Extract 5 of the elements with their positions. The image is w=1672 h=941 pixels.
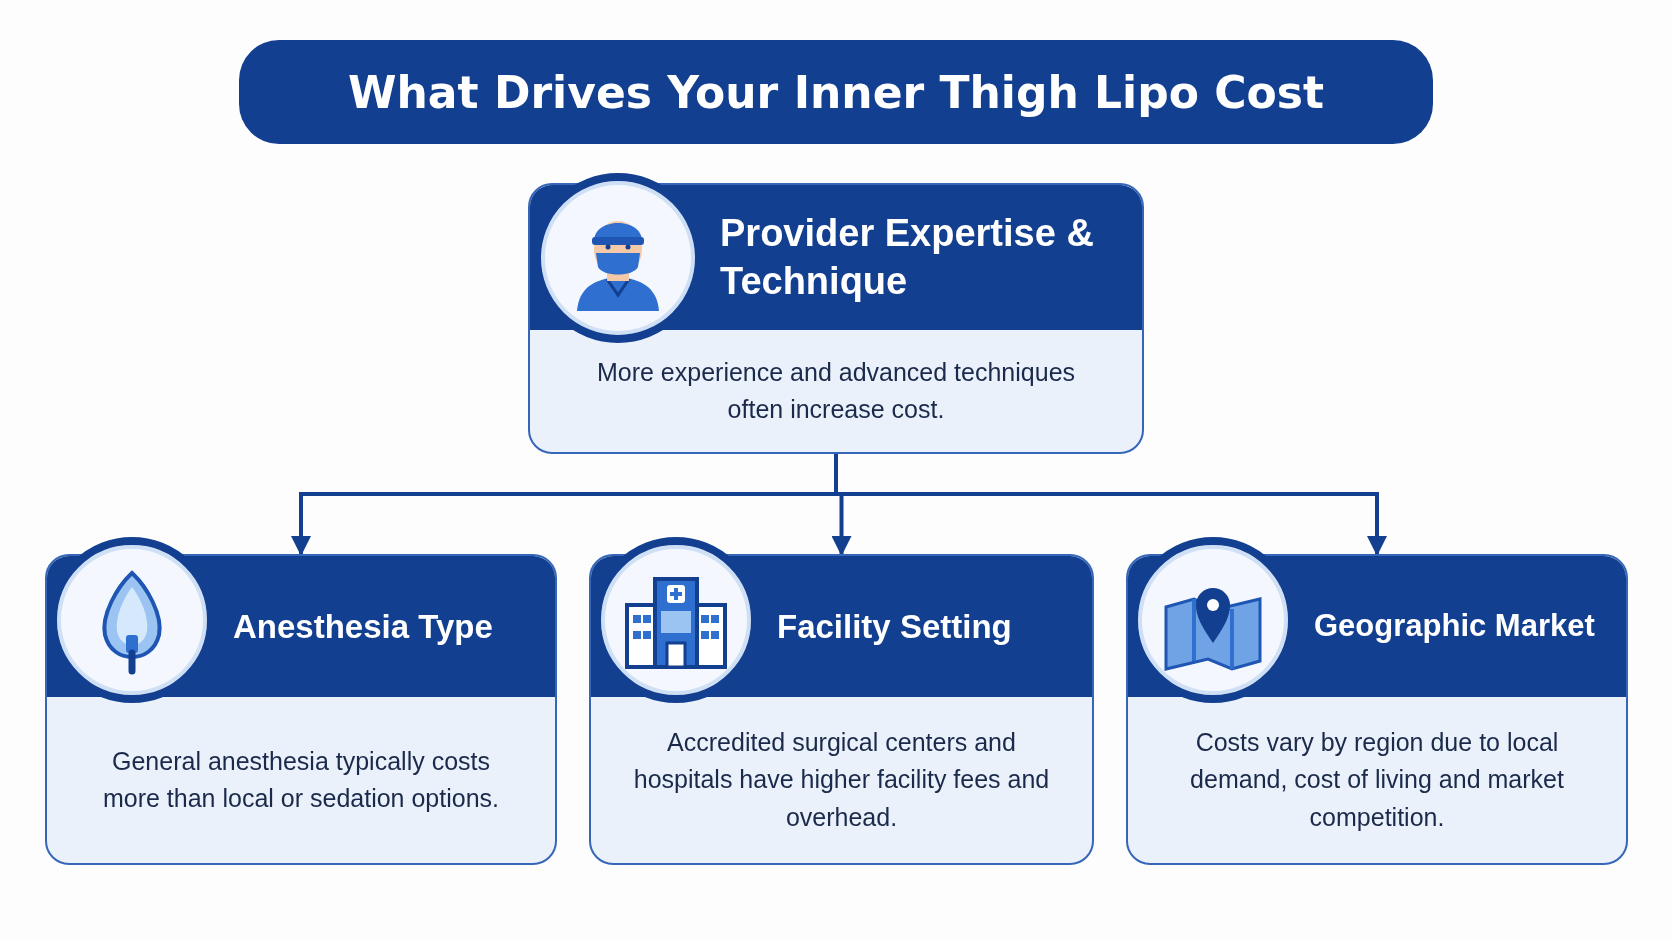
card-description: Accredited surgical centers and hospitals have higher facility fees and overhead. [632,726,1051,833]
card-description: General anesthesia typically costs more than local or sedation options. [101,745,501,814]
card-description: Costs vary by region due to local demand, cost of living and market competition. [1189,726,1565,833]
card-description: More experience and advanced techniques often increase cost. [595,356,1077,425]
title-banner: What Drives Your Inner Thigh Lipo Cost [239,40,1433,144]
